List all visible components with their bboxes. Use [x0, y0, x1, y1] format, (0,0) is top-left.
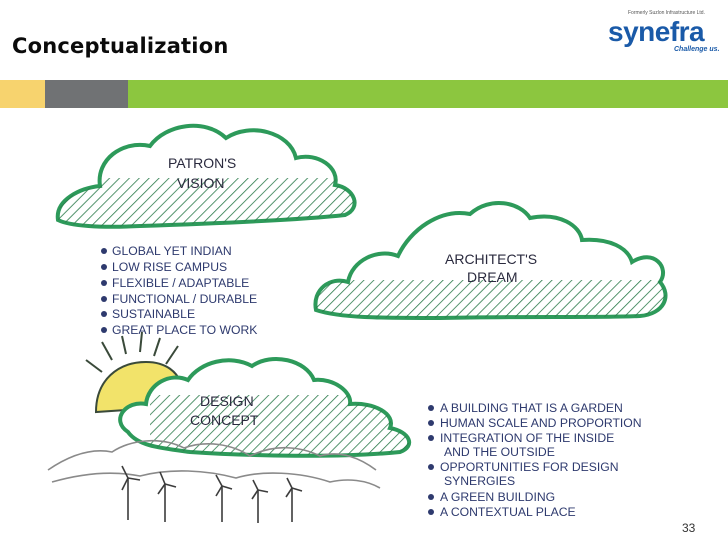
concept-sketch: PATRON'S VISION ARCHITECT'S DREAM GLOBAL… [47, 123, 668, 523]
cloud-architect-line1: ARCHITECT'S [445, 251, 537, 267]
wind-turbines-illustration [121, 465, 303, 523]
vision-bullet-list: GLOBAL YET INDIAN LOW RISE CAMPUS FLEXIB… [101, 244, 257, 337]
vision-bullet-1: GLOBAL YET INDIAN [112, 244, 232, 258]
logo-wordmark: synefra [608, 16, 705, 47]
hills-illustration [47, 439, 381, 489]
header-bar-green [128, 80, 728, 108]
concept-bullet-4: OPPORTUNITIES FOR DESIGN [440, 460, 619, 474]
logo-tagline: Formerly Suzlon Infrastructure Ltd. [628, 10, 705, 16]
vision-bullet-4: FUNCTIONAL / DURABLE [112, 292, 257, 306]
cloud-patron-line1: PATRON'S [168, 155, 236, 171]
concept-bullet-3-continued: AND THE OUTSIDE [444, 445, 555, 459]
cloud-design-line2: CONCEPT [190, 412, 259, 428]
cloud-design-line1: DESIGN [200, 393, 254, 409]
synefra-logo: Formerly Suzlon Infrastructure Ltd. syne… [600, 10, 720, 58]
vision-bullet-5: SUSTAINABLE [112, 307, 195, 321]
concept-bullet-2: HUMAN SCALE AND PROPORTION [440, 416, 642, 430]
concept-bullet-list: A BUILDING THAT IS A GARDEN HUMAN SCALE … [428, 401, 642, 519]
vision-bullet-2: LOW RISE CAMPUS [112, 260, 227, 274]
vision-bullet-3: FLEXIBLE / ADAPTABLE [112, 276, 249, 290]
cloud-architect: ARCHITECT'S DREAM [313, 200, 668, 321]
concept-bullet-4-continued: SYNERGIES [444, 474, 515, 488]
concept-bullet-3: INTEGRATION OF THE INSIDE [440, 431, 614, 445]
page-number: 33 [682, 521, 696, 535]
concept-bullet-1: A BUILDING THAT IS A GARDEN [440, 401, 623, 415]
cloud-patron: PATRON'S VISION [55, 123, 357, 229]
concept-bullet-6: A CONTEXTUAL PLACE [440, 505, 576, 519]
cloud-architect-line2: DREAM [467, 269, 518, 285]
logo-slogan: Challenge us. [674, 46, 720, 53]
header-bar-yellow [0, 80, 45, 108]
cloud-design: DESIGN CONCEPT [118, 356, 412, 458]
concept-bullet-5: A GREEN BUILDING [440, 490, 555, 504]
cloud-patron-line2: VISION [177, 175, 224, 191]
vision-bullet-6: GREAT PLACE TO WORK [112, 323, 257, 337]
header-bar-gray [45, 80, 128, 108]
slide-title: Conceptualization [12, 34, 229, 58]
